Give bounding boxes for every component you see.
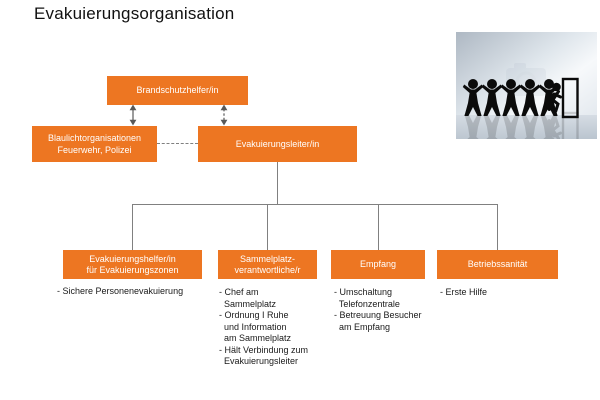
- org-box-empfang: Empfang: [331, 250, 425, 279]
- connector-drop-empfang: [378, 204, 379, 250]
- double-arrow-solid: [129, 104, 137, 126]
- connector-drop-sammelplatz: [267, 204, 268, 250]
- connector-drop-evakuierungshelfer: [132, 204, 133, 250]
- connector-drop-betriebssanitaet: [497, 204, 498, 250]
- org-box-sammelplatzverantwortliche: Sammelplatz- verantwortliche/r: [218, 250, 317, 279]
- org-box-blaulichtorganisationen: Blaulichtorganisationen Feuerwehr, Poliz…: [32, 126, 157, 162]
- double-arrow-dashed: [220, 104, 228, 126]
- notes-empfang: - Umschaltung Telefonzentrale - Betreuun…: [334, 287, 422, 332]
- page-title: Evakuierungsorganisation: [34, 4, 235, 23]
- org-box-evakuierungshelfer: Evakuierungshelfer/in für Evakuierungszo…: [63, 250, 202, 279]
- notes-sammelplatzverantwortliche: - Chef am Sammelplatz - Ordnung I Ruhe u…: [219, 287, 309, 366]
- org-box-brandschutzhelfer: Brandschutzhelfer/in: [107, 76, 248, 105]
- connector-riser: [277, 162, 278, 204]
- notes-evakuierungshelfer: - Sichere Personenevakuierung: [57, 286, 184, 296]
- org-box-betriebssanitaet: Betriebssanität: [437, 250, 558, 279]
- notes-betriebssanitaet: - Erste Hilfe: [440, 287, 488, 297]
- evacuation-illustration: [456, 32, 597, 153]
- paper-chain-exit-door-image: [456, 32, 597, 153]
- dashed-connector-blaulicht-leiter: [157, 143, 198, 144]
- org-box-evakuierungsleiter: Evakuierungsleiter/in: [198, 126, 357, 162]
- connector-spine: [132, 204, 498, 205]
